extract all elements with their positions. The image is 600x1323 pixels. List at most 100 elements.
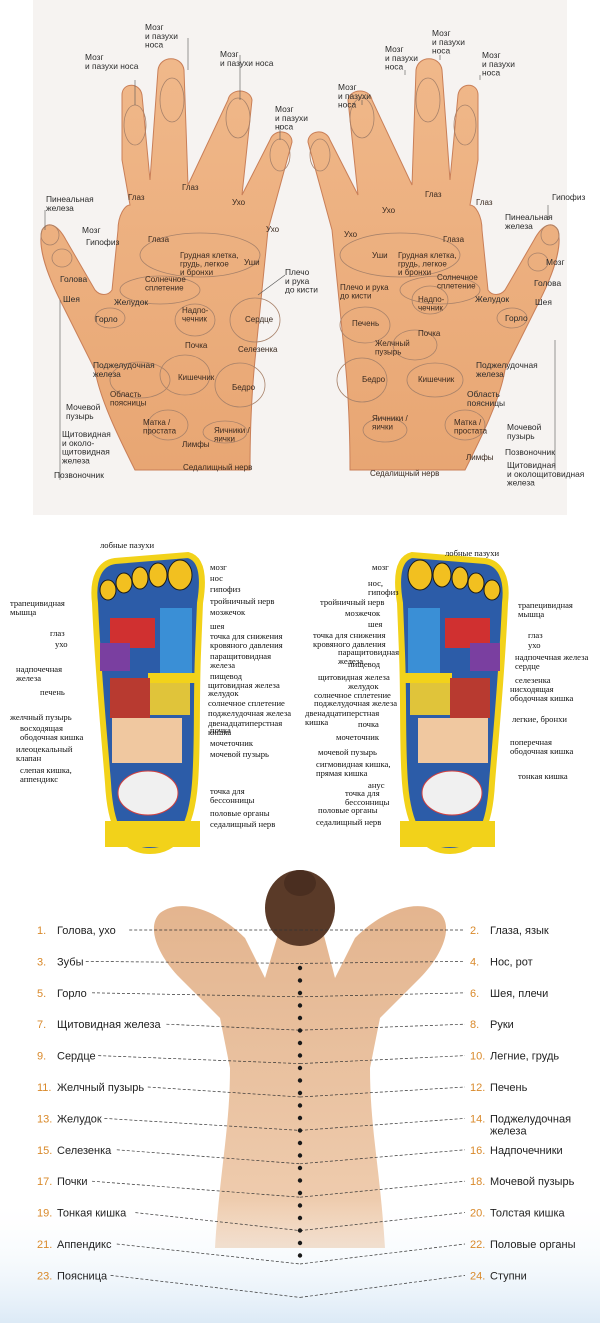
back-left-num: 19. [37,1208,52,1220]
spine-dot [297,1153,303,1158]
rh-zone-sedal: Седалищный нерв [370,469,439,478]
rh-zone-pechen: Печень [352,319,379,328]
spine-dot [297,1040,303,1046]
back-leader-line-right [299,1055,466,1064]
foot-reflexology-panel: лобные пазухи мозг нос гипофиз тройничны… [0,533,600,863]
back-leader-line-right [299,1212,466,1231]
lf-mozzhechok: мозжечок [210,607,246,617]
back-leader-lines [85,929,466,1298]
rh-zone-kishech: Кишечник [418,375,455,384]
rf-ukho: ухо [528,640,541,650]
rh-label-golova: Голова [534,278,561,288]
back-leader-line-right [299,1275,466,1298]
back-right-num: 18. [470,1176,485,1188]
back-left-label: Селезенка [57,1145,112,1157]
lh-zone-ukho: Ухо [232,198,246,207]
back-right-num: 8. [470,1019,479,1031]
back-left-label: Поясница [57,1270,108,1282]
back-left-num: 1. [37,925,46,937]
back-left-num: 17. [37,1176,52,1188]
lh-zone-ukho2: Ухо [266,225,280,234]
rh-label-gipofiz: Гипофиз [552,192,586,202]
rf-nos-gip: нос,гипофиз [368,578,399,597]
lf-ukho: ухо [55,639,68,649]
lh-label-golova: Голова [60,274,87,284]
lf-pishchevod: пищевод [210,671,243,681]
rf-pishchevod: пищевод [348,659,381,669]
back-leader-line-right [299,1149,466,1165]
rf-zheludok: желудок [347,681,379,691]
rf-anus: анус [368,780,385,790]
back-leader-line-right [299,992,466,998]
back-right-label: Половые органы [490,1239,576,1251]
lh-zone-kishech: Кишечник [178,373,215,382]
back-left-label: Голова, ухо [57,925,116,937]
back-right-label: Мочевой пузырь [490,1176,575,1188]
back-right-label: Надпочечники [490,1145,563,1157]
back-right-label: Легние, грудь [490,1051,559,1063]
lh-zone-glaza: Глаза [148,235,170,244]
feet-diagram: лобные пазухи мозг нос гипофиз тройничны… [9,540,588,855]
lh-label-zheludok: Желудок [114,297,148,307]
spine-dots [297,965,303,1258]
spine-dot [297,990,303,996]
rf-selez: селезенка [515,675,551,685]
rh-label-pozvon: Позвоночник [505,447,555,457]
back-leader-line-left [104,1118,301,1131]
rh-zone-limfy: Лимфы [466,453,494,462]
lf-slepaya: слепая кишка,аппендикс [20,765,72,784]
spine-dot [297,1128,303,1133]
back-leader-line-right [299,1023,466,1031]
back-right-num: 16. [470,1145,485,1157]
lf-nos: нос [210,573,223,583]
back-left-num: 21. [37,1239,52,1251]
rh-label-sheya: Шея [535,297,552,307]
back-left-label: Почки [57,1176,87,1188]
back-right-label: Руки [490,1019,514,1031]
lh-zone-glaz2: Глаз [182,183,199,192]
spine-dot [297,1103,303,1108]
lh-zone-nadpoch: Надпо-чечник [182,306,209,323]
back-right-label: Толстая кишка [490,1208,566,1220]
lf-podzh: поджелудочная железа [208,708,291,718]
back-left-label: Щитовидная железа [57,1019,162,1031]
back-leader-line-right [299,1118,466,1131]
back-left-num: 11. [37,1082,51,1094]
rf-shchit: щитовидная железа [318,672,390,682]
rf-podzh: поджелудочная железа [314,698,397,708]
rf-glaz: глаз [528,630,543,640]
spine-dot [297,1215,303,1221]
back-right-label: Печень [490,1082,528,1094]
lf-mozg: мозг [210,562,227,572]
right-hand [307,58,560,471]
spine-dot [297,1140,303,1146]
back-leader-line-left [116,1149,301,1165]
back-right-label: Шея, плечи [490,988,548,1000]
back-left-label: Сердце [57,1051,96,1063]
back-right-num: 20. [470,1208,485,1220]
lh-label-sheya: Шея [63,294,80,304]
lh-zone-yaichniki: Яичники /яички [214,426,250,443]
back-left-num: 15. [37,1145,52,1157]
rf-pochka: почка [358,719,379,729]
spine-dot [297,978,303,983]
lh-zone-bedro: Бедро [232,383,256,392]
